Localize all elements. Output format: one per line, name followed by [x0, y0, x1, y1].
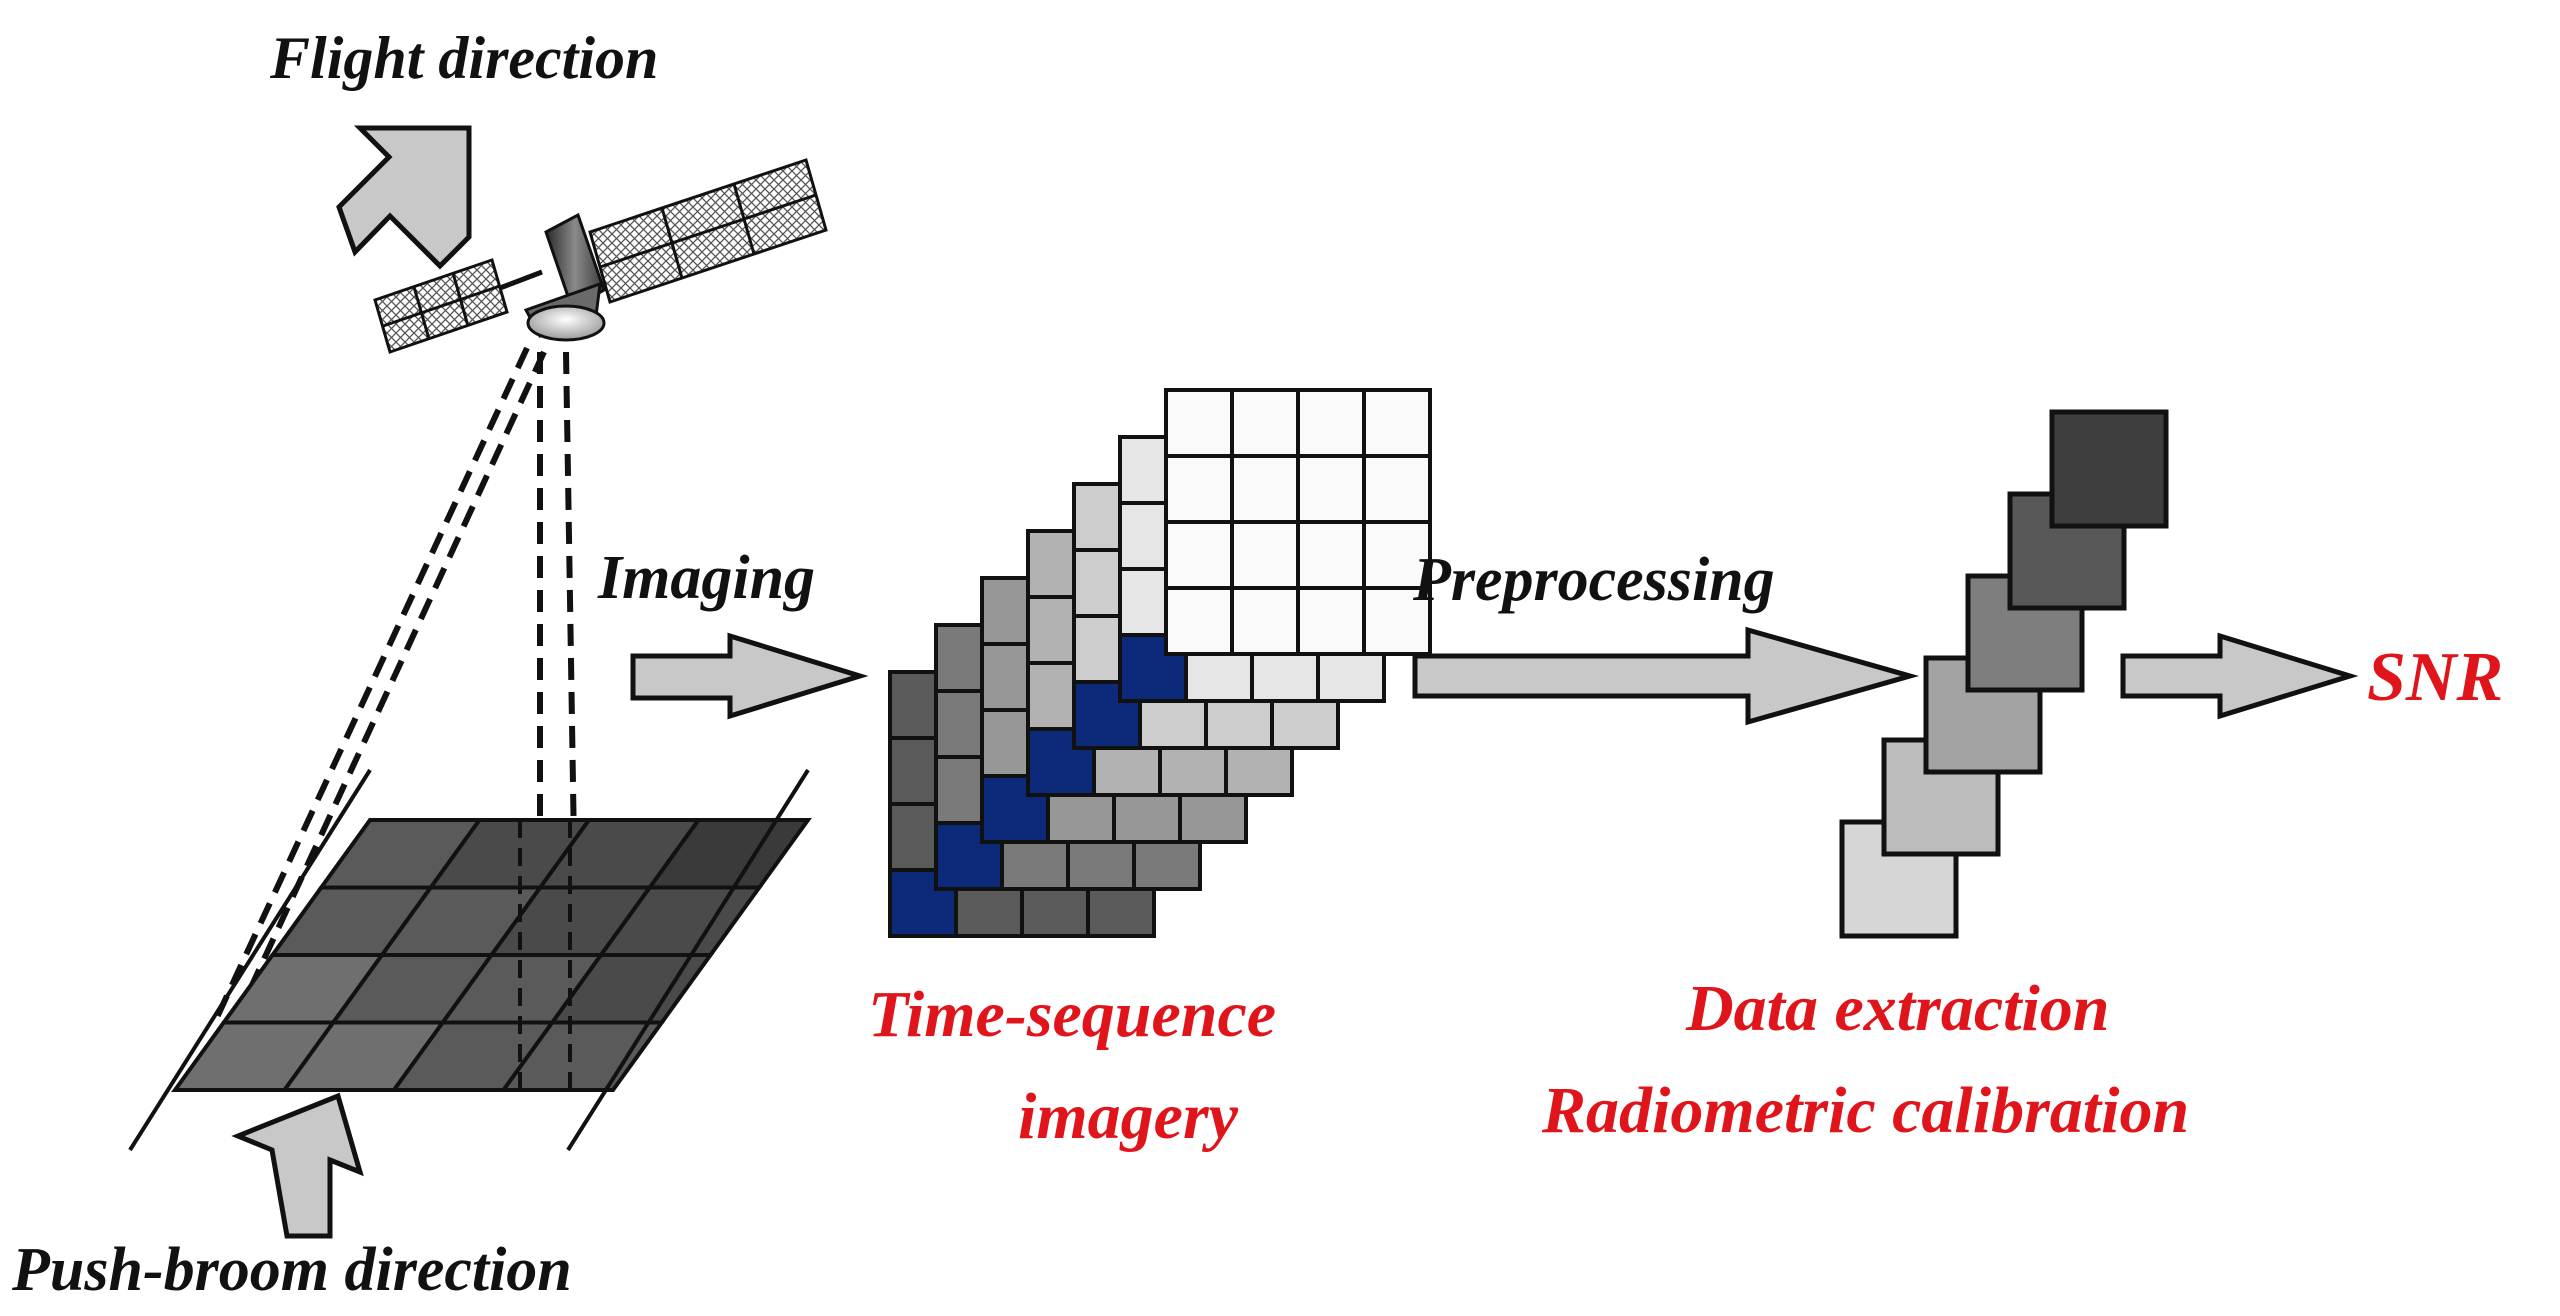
- frame-pixel: [1296, 520, 1366, 590]
- frame-pixel: [1230, 454, 1300, 524]
- frame-pixel: [1230, 520, 1300, 590]
- frame-pixel: [1230, 586, 1300, 656]
- data-extraction-label: Data extraction: [1685, 972, 2110, 1045]
- extracted-pixel-square: [2049, 409, 2169, 529]
- preprocessing-label: Preprocessing: [1412, 546, 1775, 614]
- frame-pixel: [1164, 586, 1234, 656]
- snr-label: SNR: [2367, 639, 2503, 716]
- imaging-arrow-icon: [630, 632, 869, 720]
- frame-pixel: [1296, 454, 1366, 524]
- image-frame: [1164, 388, 1432, 656]
- frame-pixel: [1164, 388, 1234, 458]
- frame-pixel: [1164, 520, 1234, 590]
- swath-center-dashes: [518, 820, 572, 1090]
- frame-pixel: [1362, 586, 1432, 656]
- preprocessing-arrow-icon: [1412, 626, 1920, 726]
- imaging-label: Imaging: [597, 544, 815, 612]
- ground-cell: [499, 1020, 666, 1092]
- push-broom-direction-label: Push-broom direction: [11, 1236, 572, 1304]
- ground-scene-grid: [171, 818, 812, 1092]
- time-sequence-label-line2: imagery: [1018, 1080, 1239, 1153]
- frame-pixel: [1362, 454, 1432, 524]
- satellite-icon: [373, 158, 828, 354]
- snr-arrow-icon: [2120, 632, 2359, 720]
- ground-swath-lines: [128, 768, 810, 1152]
- field-of-view-lines: [210, 346, 578, 1028]
- frame-pixel: [1362, 520, 1432, 590]
- time-sequence-label-line1: Time-sequence: [868, 978, 1276, 1051]
- flight-direction-arrow-icon: [336, 125, 472, 270]
- push-broom-arrow-icon: [231, 1092, 364, 1239]
- frame-pixel: [1230, 388, 1300, 458]
- frame-pixel: [1296, 586, 1366, 656]
- flight-direction-label: Flight direction: [269, 25, 658, 91]
- frame-pixel: [1296, 388, 1366, 458]
- radiometric-calibration-label: Radiometric calibration: [1541, 1074, 2189, 1147]
- frame-pixel: [1362, 388, 1432, 458]
- extracted-data-stack: [1839, 409, 2169, 939]
- frame-pixel: [1164, 454, 1234, 524]
- time-sequence-frame-stack: [888, 388, 1432, 938]
